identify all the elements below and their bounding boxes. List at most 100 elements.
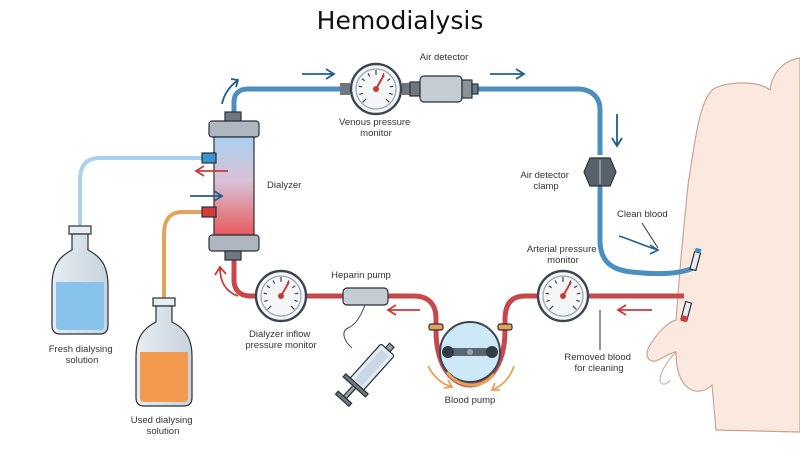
gauge-tick xyxy=(359,92,363,95)
label-dialyzer-inflow-pressure-monitor: Dialyzer inflow pressure monitor xyxy=(245,329,316,351)
fresh-bottle-cap xyxy=(68,225,92,235)
dialyzer-inflow-gauge xyxy=(254,269,308,323)
arterial-pressure-gauge xyxy=(536,269,590,323)
flow-arrows xyxy=(190,68,660,391)
arrow-right-down xyxy=(611,114,623,148)
venous-tube-3 xyxy=(476,86,603,155)
blood-pump-roller-right xyxy=(486,346,498,358)
air-detector xyxy=(409,75,479,103)
gauge-tick xyxy=(546,299,550,302)
label-heparin-pump: Heparin pump xyxy=(331,270,391,281)
arterial-gauge-hub xyxy=(560,293,566,299)
inflow-tube-2 xyxy=(231,252,256,299)
label-air-detector: Air detector xyxy=(420,52,469,63)
dialyzer-top-cap xyxy=(208,120,260,138)
gauge-tick xyxy=(389,92,393,95)
air-detector-left-cap xyxy=(409,81,421,97)
venous-gauge-hub xyxy=(373,86,379,92)
leader-clean-blood xyxy=(641,222,659,249)
heparin-tube xyxy=(388,293,439,330)
venous-gauge-left-coupler xyxy=(340,83,350,95)
gauge-tick xyxy=(572,305,577,310)
label-blood-pump: Blood pump xyxy=(445,395,496,406)
inflow-gauge-hub xyxy=(278,293,284,299)
venous-catheter-tip xyxy=(694,247,702,254)
venous-catheter-body xyxy=(689,250,702,272)
arrow-dialyzer-out xyxy=(221,78,240,105)
gauge-tick xyxy=(263,292,268,295)
air-detector-right-cap xyxy=(471,83,479,95)
pump-rotation-band xyxy=(445,371,496,387)
dialyzer-bottom-port xyxy=(224,250,242,261)
arrow-heparin xyxy=(386,304,420,316)
gauge-tick xyxy=(389,85,394,88)
label-fresh-dialysing-solution: Fresh dialysing solution xyxy=(49,344,116,366)
heparin-line xyxy=(343,304,366,349)
page-title: Hemodialysis xyxy=(317,6,484,35)
pump-outlet-clip xyxy=(497,323,513,331)
venous-tube-4 xyxy=(597,185,696,277)
heparin-pump-body xyxy=(342,287,389,306)
gauge-tick xyxy=(385,98,390,103)
arrow-top-2 xyxy=(490,68,526,80)
arrow-used-out xyxy=(194,165,228,177)
air-detector-right-collar xyxy=(461,79,473,99)
arrow-top-1 xyxy=(302,68,336,80)
gauge-tick xyxy=(294,299,298,302)
inflow-gauge-ring xyxy=(260,275,302,317)
syringe-thumb-rest xyxy=(334,390,353,408)
syringe xyxy=(334,342,395,408)
air-detector-clamp xyxy=(583,157,617,187)
gauge-tick xyxy=(362,98,367,103)
gauge-tick xyxy=(576,299,580,302)
gauge-tick xyxy=(361,78,366,82)
arrow-dialyzer-in xyxy=(214,265,239,297)
label-dialyzer: Dialyzer xyxy=(267,180,301,191)
arterial-gauge-ring xyxy=(542,275,584,317)
arrow-pump-left xyxy=(427,365,454,389)
dialyzer-body xyxy=(213,136,255,236)
gauge-tick xyxy=(554,280,558,284)
syringe-tip xyxy=(384,342,395,353)
arrow-fresh-in xyxy=(190,190,224,202)
label-clean-blood: Clean blood xyxy=(617,209,668,220)
venous-catheter xyxy=(689,247,702,272)
gauge-tick xyxy=(358,85,363,88)
fresh-solution-tube xyxy=(78,156,207,232)
gauge-tick xyxy=(576,292,581,295)
label-arterial-pressure-monitor: Arterial pressure monitor xyxy=(527,244,599,266)
syringe-flange xyxy=(342,373,369,398)
venous-gauge-ticks xyxy=(358,70,394,103)
gauge-tick xyxy=(545,292,550,295)
dialyzer-used-port xyxy=(201,206,217,218)
blood-pump xyxy=(428,321,513,387)
heparin-pump xyxy=(342,287,389,349)
label-venous-pressure-monitor: Venous pressure monitor xyxy=(339,117,413,139)
fresh-bottle-fluid xyxy=(56,282,104,330)
gauge-tick xyxy=(573,285,578,289)
label-used-dialysing-solution: Used dialysing solution xyxy=(131,415,195,437)
arrow-pump-right xyxy=(490,365,515,391)
venous-pressure-gauge xyxy=(340,62,412,116)
gauge-tick xyxy=(272,280,276,284)
arterial-catheter xyxy=(680,300,693,323)
arrow-removed-blood xyxy=(616,304,652,316)
thumb-line xyxy=(659,351,677,385)
arterial-tube-2 xyxy=(502,293,538,330)
dialyzer xyxy=(201,111,260,261)
venous-tube-1 xyxy=(231,86,343,121)
used-bottle-fluid xyxy=(140,352,188,402)
gauge-tick xyxy=(549,305,554,310)
blood-pump-roller-left xyxy=(442,346,454,358)
syringe-fluid xyxy=(354,349,389,386)
gauge-tick xyxy=(291,285,296,289)
gauge-tick xyxy=(548,285,553,289)
gauge-tick xyxy=(294,292,299,295)
arm-shape xyxy=(646,57,800,433)
used-solution-tube xyxy=(162,210,207,302)
pump-inlet-clip xyxy=(428,323,444,331)
blood-pump-hub xyxy=(467,349,473,355)
dialyzer-bottom-cap xyxy=(208,234,260,252)
label-air-detector-clamp: Air detector clamp xyxy=(520,170,571,192)
used-solution-bottle xyxy=(135,297,193,407)
